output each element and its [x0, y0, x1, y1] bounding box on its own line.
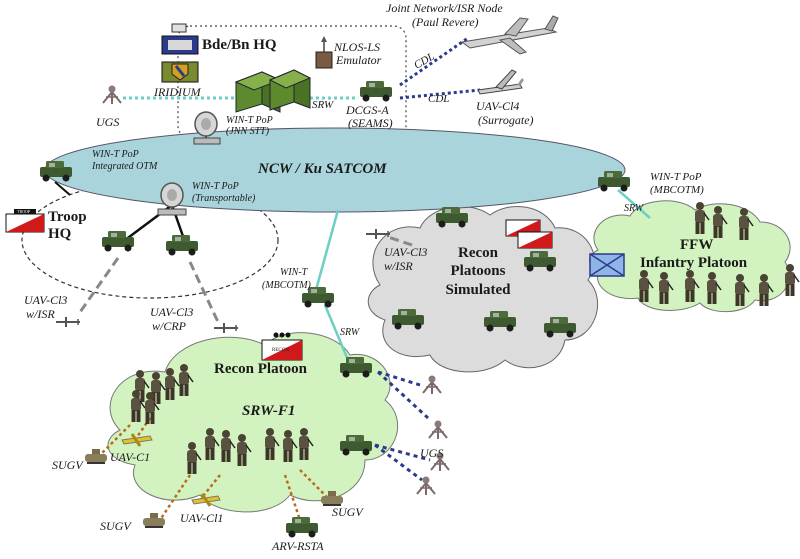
wint-mid-label: WIN-T	[280, 267, 308, 278]
ugs-icon	[428, 419, 448, 440]
uav-c1-label: UAV-C1	[110, 450, 151, 464]
recon-platoon-label: Recon Platoon	[214, 361, 307, 377]
dcgs-vehicle-icon	[360, 81, 392, 102]
troop-hq-label: HQ	[48, 226, 72, 242]
wint-jnn-label: WIN-T PoP	[226, 115, 273, 126]
arv-rsta-label: ARV-RSTA	[272, 539, 324, 553]
uav-cl4-label: UAV-Cl4	[476, 99, 520, 113]
wint-jnn-sublabel: (JNN STT)	[226, 126, 270, 137]
srw-mid-label: SRW	[340, 327, 360, 338]
uav-cl3-crp-sublabel: w/CRP	[152, 319, 187, 333]
recon-sim-symbol	[505, 219, 553, 249]
joint-node-sublabel: (Paul Revere)	[412, 15, 479, 29]
uav-cl4-sublabel: (Surrogate)	[478, 113, 534, 127]
recon-sim-label-1: Recon	[458, 245, 498, 261]
uav-cl1-icon	[191, 493, 221, 507]
troop-symbol-text: TROOP	[17, 209, 31, 214]
wint-mid-sublabel: (MBCOTM)	[262, 280, 311, 291]
ugs-icon	[422, 374, 442, 395]
ugs-icon	[102, 84, 122, 105]
wint-transportable-sublabel: (Transportable)	[192, 193, 256, 204]
uav-cl3-crp-label: UAV-Cl3	[150, 305, 194, 319]
recon-sim-label-2: Platoons	[450, 263, 506, 279]
recon-sim-label-3: Simulated	[445, 282, 511, 298]
troop-hq-symbol	[5, 209, 45, 233]
ugs-bottom-label: UGS	[420, 446, 444, 460]
troop-hq-enclosure	[21, 181, 279, 299]
paul-revere-aircraft-icon	[460, 15, 559, 55]
recon-symbol-text: RECON	[272, 348, 289, 353]
troop-vehicle-icon	[102, 231, 134, 252]
dcgs-sublabel: (SEAMS)	[348, 116, 393, 130]
ffw-symbol	[589, 253, 625, 277]
sugv-label-3: SUGV	[332, 505, 363, 519]
iridium-label: IRIDIUM	[154, 85, 201, 99]
uav-cl3-crp-icon	[213, 322, 239, 334]
ffw-sublabel: Infantry Platoon	[640, 255, 748, 271]
arv-rsta-vehicle-icon	[286, 517, 318, 538]
dcgs-label: DCGS-A	[346, 103, 389, 117]
wint-mbcotm-right-sublabel: (MBCOTM)	[650, 184, 704, 196]
uav-cl3-isr-icon	[55, 316, 81, 328]
wint-transportable-label: WIN-T PoP	[192, 181, 239, 192]
cdl-label-2: CDL	[428, 93, 450, 105]
ffw-label: FFW	[680, 237, 714, 253]
uav-cl3-sim-label: UAV-Cl3	[384, 245, 428, 259]
wint-otm-sublabel: Integrated OTM	[92, 161, 158, 172]
uav-cl3-isr-label: UAV-Cl3	[24, 293, 68, 307]
wint-mbcotm-right-label: WIN-T PoP	[650, 171, 702, 183]
uav-cl3-isr-sublabel: w/ISR	[26, 307, 55, 321]
troop-vehicle-icon	[166, 235, 198, 256]
ugs-top-label: UGS	[96, 115, 120, 129]
hq-shelters	[234, 69, 312, 113]
satcom-label: NCW / Ku SATCOM	[258, 161, 387, 177]
sugv-label-2: SUGV	[100, 519, 131, 533]
bde-hq-insignia	[161, 23, 199, 83]
sugv-label-1: SUGV	[52, 458, 83, 472]
uav-cl4-icon	[477, 69, 524, 95]
uav-cl1-label: UAV-Cl1	[180, 511, 224, 525]
nlos-ls-label: NLOS-LS	[334, 40, 381, 54]
srw-top-label: SRW	[312, 99, 334, 111]
uav-c1-icon	[121, 433, 153, 447]
recon-platoon-symbol	[261, 332, 303, 361]
wint-otm-label: WIN-T PoP	[92, 149, 139, 160]
bde-bn-hq-label: Bde/Bn HQ	[202, 37, 277, 53]
sugv-icon	[142, 512, 166, 528]
troop-label: Troop	[48, 209, 87, 225]
nlos-emulator-icon	[315, 36, 333, 69]
srw-f1-label: SRW-F1	[242, 403, 296, 419]
uav-cl3-sim-sublabel: w/ISR	[384, 259, 413, 273]
nlos-ls-sublabel: Emulator	[336, 53, 382, 67]
srw-right-label: SRW	[624, 203, 644, 214]
joint-node-label: Joint Network/ISR Node	[386, 1, 503, 15]
